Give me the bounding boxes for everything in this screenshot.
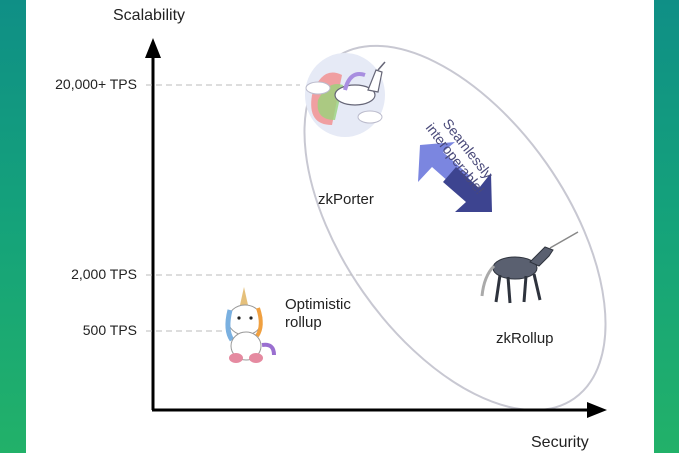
tick-label-20000: 20,000+ TPS: [55, 76, 137, 92]
y-axis-arrowhead: [145, 38, 161, 58]
x-axis-label: Security: [531, 434, 589, 451]
optimistic-unicorn-icon: [225, 287, 276, 363]
zkrollup-unicorn-icon: [480, 231, 579, 304]
tick-label-500: 500 TPS: [82, 322, 137, 338]
optimistic-rollup-label: Optimistic rollup: [285, 296, 351, 332]
tick-label-2000: 2,000 TPS: [71, 266, 137, 282]
optimistic-line2: rollup: [285, 314, 322, 331]
x-axis-arrowhead: [587, 402, 607, 418]
zkrollup-label-text: zkRollup: [496, 330, 554, 347]
zkporter-unicorn-icon: [305, 53, 386, 137]
arrow-down-right-icon: [443, 167, 492, 212]
zkporter-label: zkPorter: [318, 191, 374, 208]
optimistic-line1: Optimistic: [285, 296, 351, 313]
y-axis-label: Scalability: [113, 7, 186, 24]
